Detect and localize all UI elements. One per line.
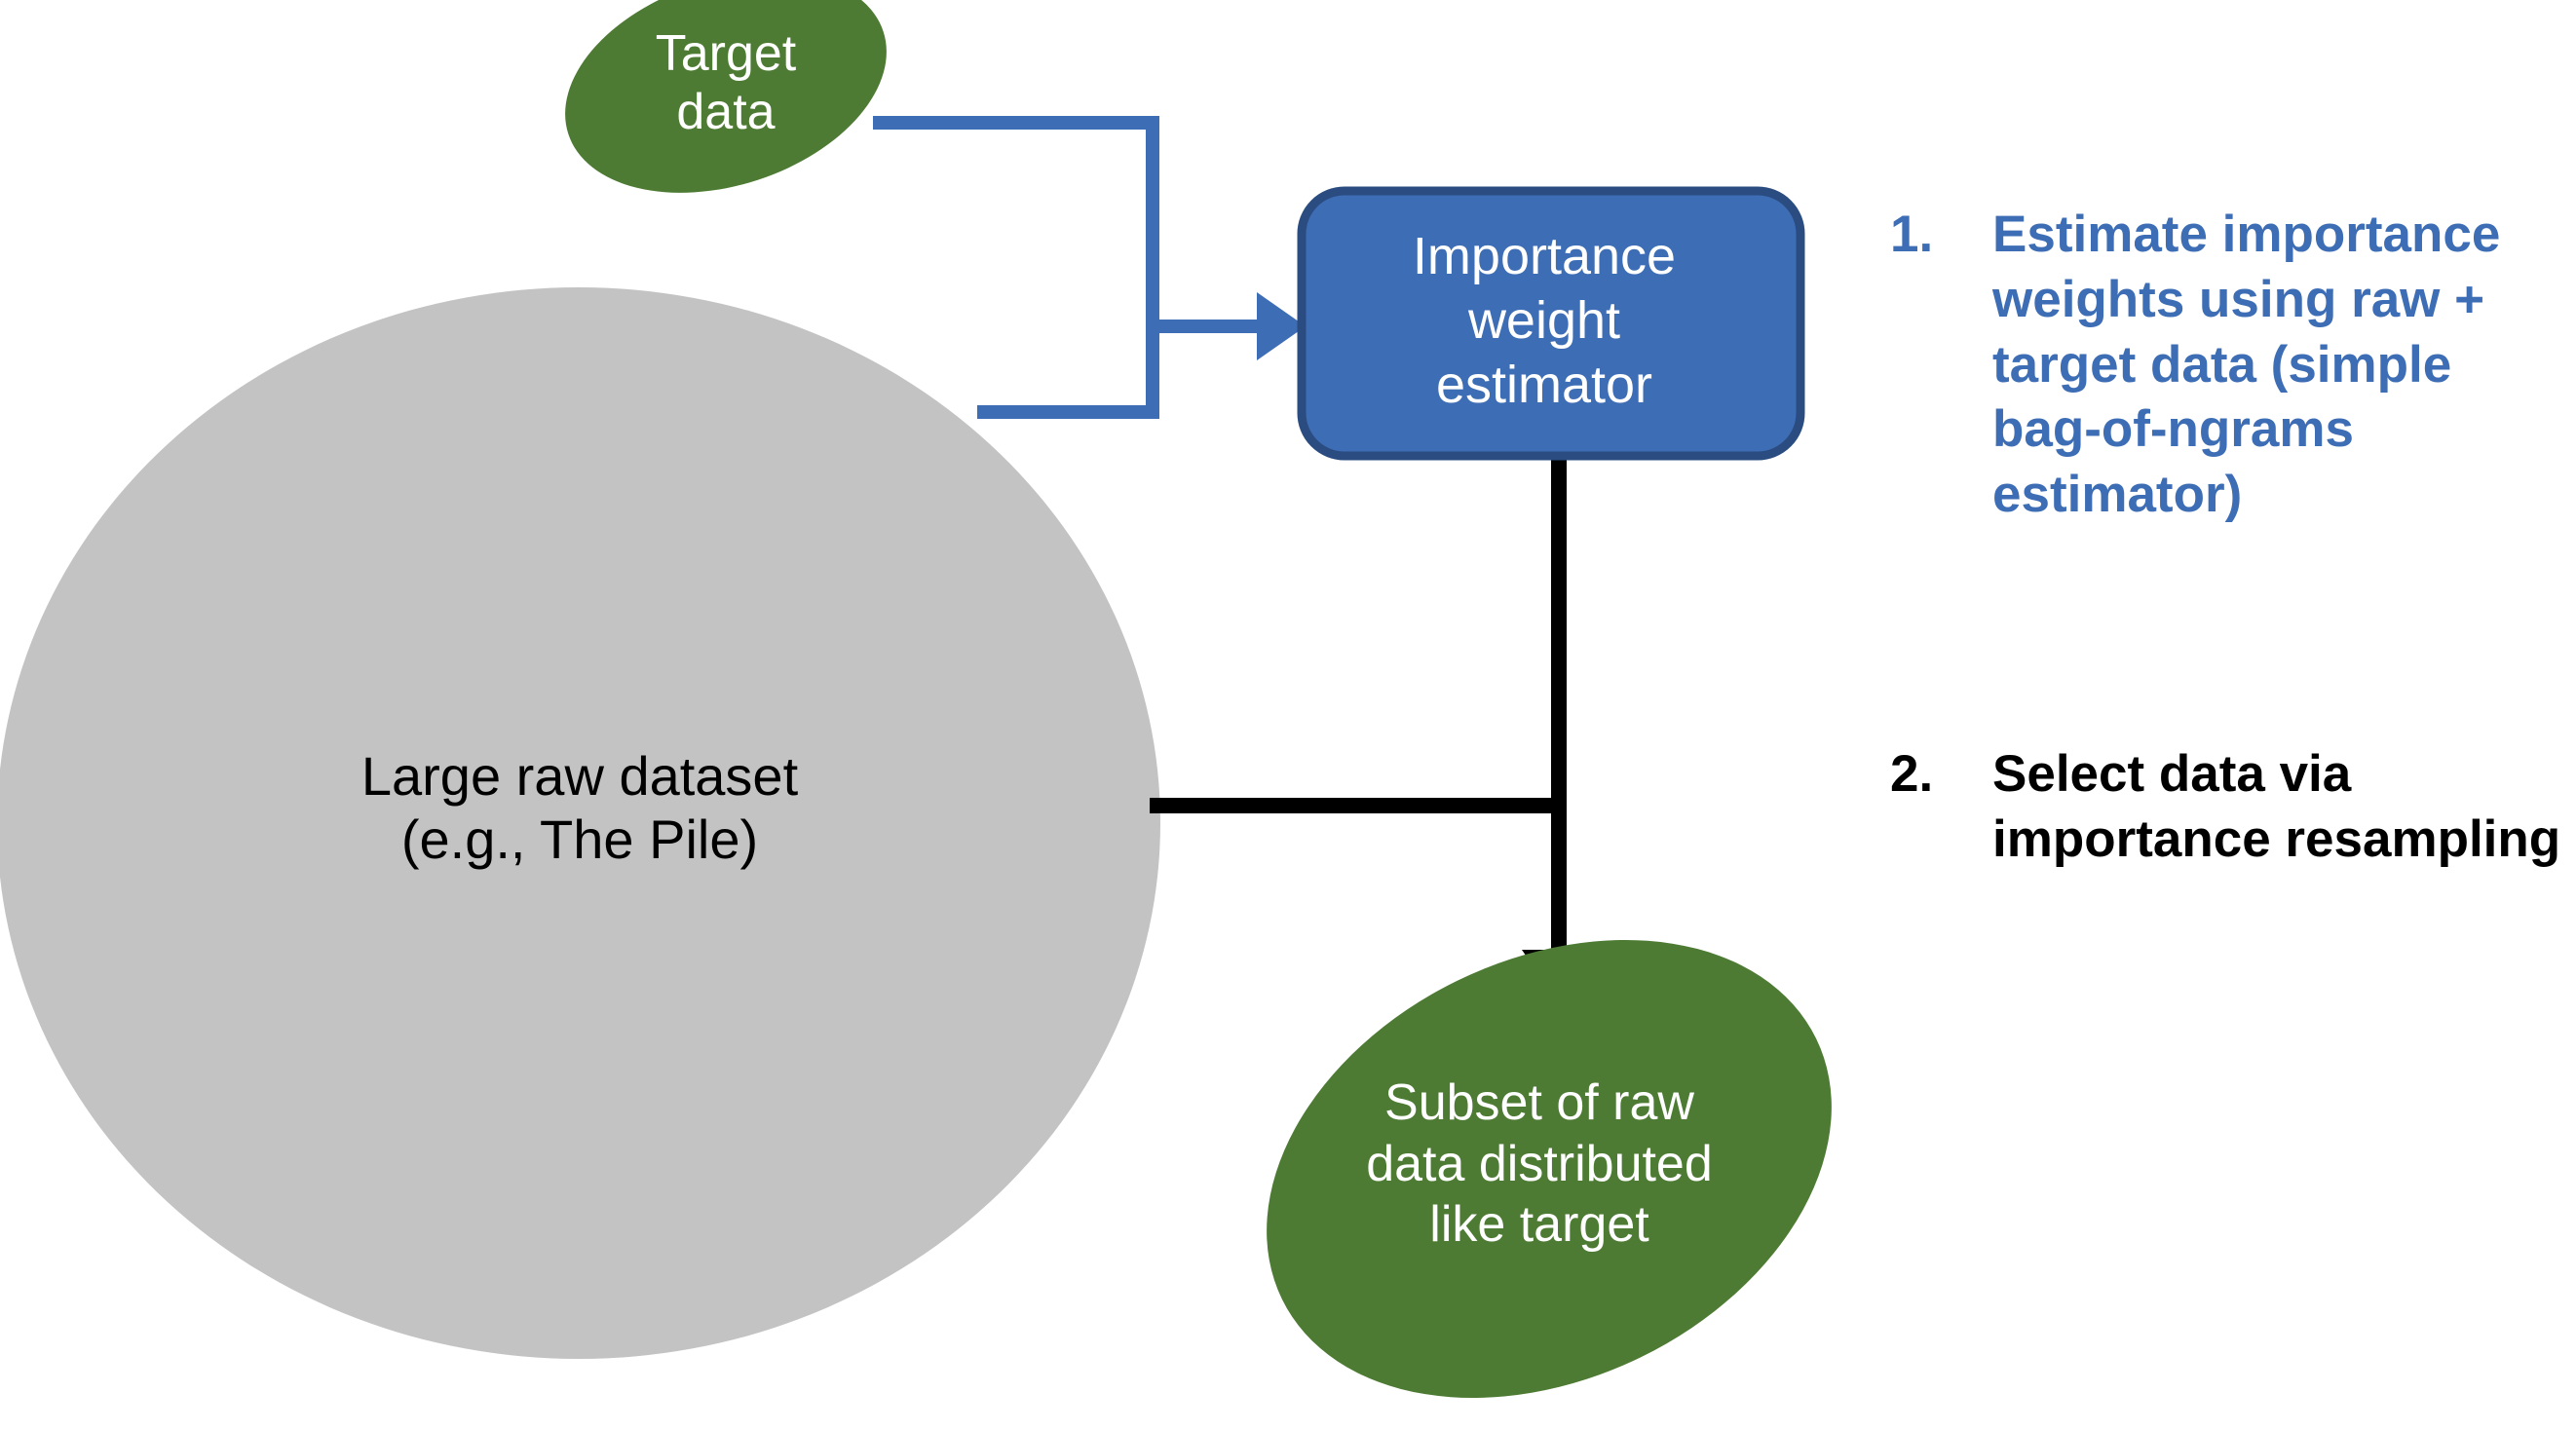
raw-dataset-circle[interactable]	[0, 287, 1160, 1359]
subset-label: Subset of raw data distributed like targ…	[1366, 1074, 1713, 1254]
arrowhead-to-estimator	[1257, 292, 1306, 360]
step-item-2: 2. Select data via importance resampling	[1890, 742, 2562, 873]
importance-weight-estimator-box[interactable]	[1297, 186, 1805, 461]
target-data-ellipse[interactable]	[537, 0, 915, 231]
importance-weight-estimator-label: Importance weight estimator	[1412, 227, 1677, 414]
connector-target-to-estimator	[873, 116, 1257, 333]
subset-ellipse[interactable]	[1191, 850, 1909, 1430]
connector-raw-to-estimator	[977, 292, 1306, 419]
connector-estimator-to-subset	[1522, 456, 1596, 1003]
step-1-text: Estimate importance weights using raw + …	[1992, 206, 2501, 524]
raw-dataset-label: Large raw dataset (e.g., The Pile)	[360, 745, 799, 870]
step-2-text: Select data via importance resampling	[1992, 744, 2561, 868]
step-item-1: 1. Estimate importance weights using raw…	[1890, 203, 2562, 528]
steps-list: 1. Estimate importance weights using raw…	[1890, 203, 2562, 872]
step-2-number: 2.	[1890, 744, 1934, 803]
target-data-label: Target data	[655, 24, 797, 140]
step-1-number: 1.	[1890, 206, 1934, 263]
